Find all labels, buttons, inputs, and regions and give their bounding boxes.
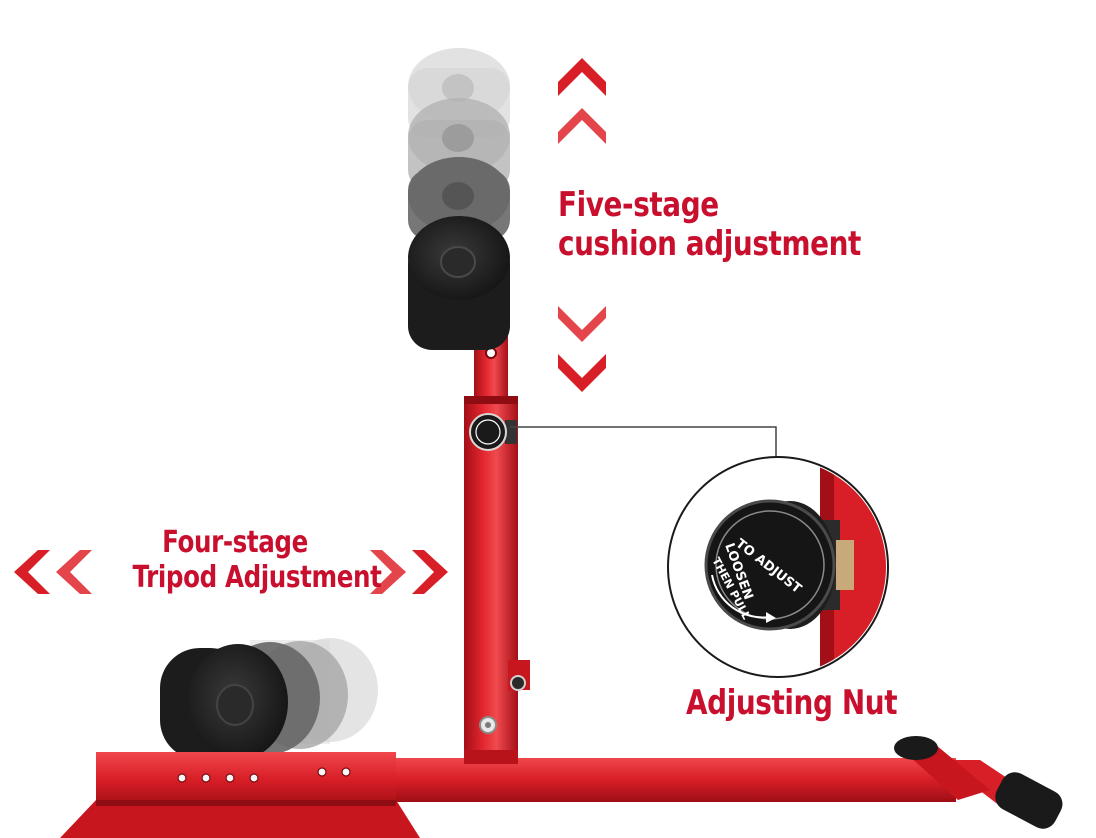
four-stage-line2: Tripod Adjustment	[132, 559, 382, 595]
five-stage-line1: Five-stage	[558, 185, 719, 225]
callout-line	[510, 426, 777, 460]
four-stage-line1: Four-stage	[162, 525, 308, 560]
base-frame	[60, 736, 1063, 838]
lower-foam-cushion	[160, 644, 288, 760]
top-cushion-ghosts	[408, 48, 510, 240]
adjusting-nut-callout: TO ADJUST LOOSEN THEN PULL	[667, 456, 889, 678]
vertical-post	[464, 290, 530, 770]
five-stage-label: Five-stage cushion adjustment	[558, 185, 861, 265]
four-stage-label: Four-stage Tripod Adjustment	[132, 525, 382, 595]
adjusting-nut-label: Adjusting Nut	[686, 683, 898, 723]
top-foam-cushion	[408, 216, 510, 350]
adjusting-knob-small	[469, 413, 517, 451]
arrow-left-icon	[14, 550, 92, 594]
arrow-up-icon	[558, 58, 606, 144]
five-stage-line2: cushion adjustment	[558, 224, 861, 265]
arrow-down-icon	[558, 306, 606, 392]
arrow-right-icon	[370, 550, 448, 594]
